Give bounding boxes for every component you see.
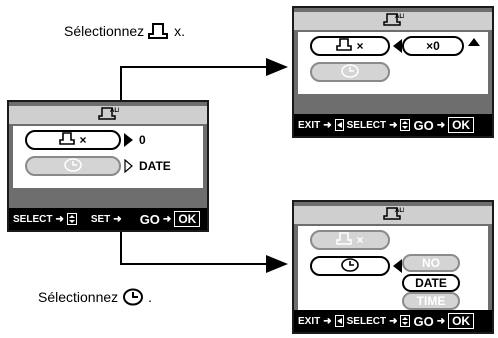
main-footer: SELECT ➜ SET ➜ GO ➜ OK <box>9 208 207 230</box>
svg-text:ALL: ALL <box>110 108 119 114</box>
clock-icon <box>63 157 83 175</box>
title-band: ALL <box>294 206 492 224</box>
date-option[interactable] <box>25 156 121 176</box>
date-option-date[interactable]: DATE <box>402 274 460 292</box>
arrow-right-icon <box>266 58 288 76</box>
main-camera-screen: ALL × 0 DATE SELECT ➜ SET ➜ GO ➜ OK <box>7 100 209 232</box>
arrow-right-icon: ➜ <box>55 213 64 225</box>
option-no-label: NO <box>422 256 440 270</box>
select-label: SELECT <box>13 213 53 225</box>
arrow-right-icon <box>266 255 288 273</box>
clock-icon <box>340 257 360 275</box>
date-screen: ALL × NO DATE TIME EXIT ➜ S <box>292 200 494 334</box>
ok-button[interactable]: OK <box>448 117 475 133</box>
go-label: GO <box>139 211 160 227</box>
increase-arrow-icon <box>468 38 480 46</box>
pointer-arrow-left-icon <box>393 39 402 53</box>
arrow-right-icon: ➜ <box>436 315 446 327</box>
pointer-arrow-left-icon <box>393 259 402 273</box>
select-label: SELECT <box>346 315 387 327</box>
left-key-icon <box>334 119 344 131</box>
pointer-arrow-icon <box>124 133 133 147</box>
option-time-label: TIME <box>416 294 446 308</box>
print-icon <box>59 132 76 148</box>
settings-panel: × ×0 <box>298 32 488 94</box>
print-all-icon: ALL <box>382 11 407 32</box>
print-icon <box>336 232 353 248</box>
title-band: ALL <box>9 106 207 124</box>
title-band: ALL <box>294 12 492 30</box>
updown-icon <box>400 119 411 131</box>
print-count-label: × <box>79 133 87 147</box>
date-option-time[interactable]: TIME <box>402 292 460 310</box>
clock-icon <box>122 288 144 306</box>
ok-button[interactable]: OK <box>448 313 475 329</box>
date-footer: EXIT ➜ SELECT ➜ GO ➜ OK <box>294 310 492 332</box>
go-label: GO <box>413 117 434 133</box>
caption-suffix: x. <box>174 23 186 39</box>
svg-text:ALL: ALL <box>395 208 404 214</box>
updown-icon <box>400 315 411 327</box>
print-count-option[interactable]: × <box>25 130 121 150</box>
print-count-option[interactable]: × <box>310 36 390 56</box>
count-value: ×0 <box>426 39 440 53</box>
count-value-box[interactable]: ×0 <box>402 36 464 56</box>
date-value: DATE <box>139 159 171 173</box>
caption-select-date: Sélectionnez . <box>38 288 152 306</box>
ok-button[interactable]: OK <box>174 211 201 227</box>
caption-text: Sélectionnez <box>64 23 145 39</box>
print-count-screen: ALL × ×0 EXIT ➜ SELECT ➜ GO <box>292 6 494 138</box>
caption-select-print-count: Sélectionnez x. <box>64 22 185 40</box>
print-all-icon: ALL <box>97 105 122 126</box>
go-label: GO <box>413 313 434 329</box>
print-count-footer: EXIT ➜ SELECT ➜ GO ➜ OK <box>294 114 492 136</box>
date-option[interactable] <box>310 62 390 82</box>
print-all-icon: ALL <box>382 205 407 226</box>
date-option[interactable] <box>310 256 390 276</box>
arrow-right-icon: ➜ <box>389 315 398 327</box>
option-date-label: DATE <box>415 276 447 290</box>
set-label: SET <box>90 213 111 225</box>
pointer-arrow-outline-icon <box>124 159 133 173</box>
exit-label: EXIT <box>298 119 321 131</box>
connector-horizontal-top <box>120 66 268 68</box>
arrow-right-icon: ➜ <box>323 315 332 327</box>
print-count-label: × <box>356 233 364 247</box>
date-option-no[interactable]: NO <box>402 254 460 272</box>
exit-label: EXIT <box>298 315 321 327</box>
arrow-right-icon: ➜ <box>162 213 172 225</box>
arrow-right-icon: ➜ <box>436 119 446 131</box>
caption-suffix: . <box>148 289 153 305</box>
connector-horizontal-bottom <box>120 263 268 265</box>
settings-panel: × NO DATE TIME <box>298 226 488 310</box>
print-count-value: 0 <box>139 133 146 147</box>
svg-text:ALL: ALL <box>395 14 404 20</box>
print-icon <box>148 22 169 40</box>
print-icon <box>336 38 353 54</box>
select-label: SELECT <box>346 119 387 131</box>
clock-icon <box>340 63 360 81</box>
caption-text: Sélectionnez <box>38 289 119 305</box>
connector-vertical-bottom <box>120 232 122 264</box>
arrow-right-icon: ➜ <box>323 119 332 131</box>
arrow-right-icon: ➜ <box>113 213 122 225</box>
left-key-icon <box>334 315 344 327</box>
updown-icon <box>66 213 77 225</box>
connector-vertical-top <box>120 66 122 100</box>
print-count-option[interactable]: × <box>310 230 390 250</box>
settings-panel: × 0 DATE <box>13 126 203 188</box>
print-count-label: × <box>356 39 364 53</box>
arrow-right-icon: ➜ <box>389 119 398 131</box>
